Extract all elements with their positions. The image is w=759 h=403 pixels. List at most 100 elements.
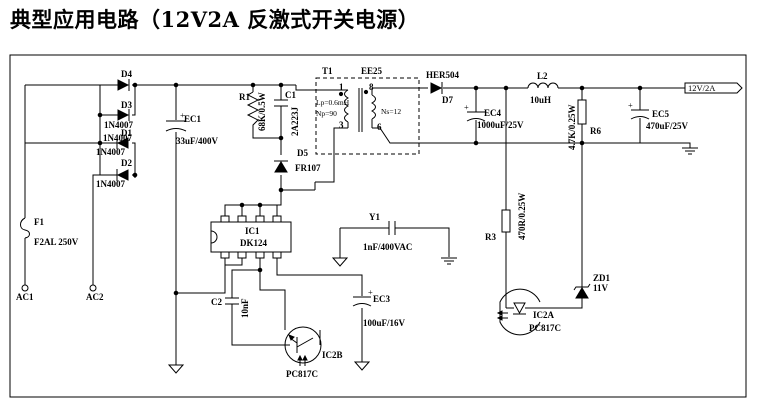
- ic1-ref: IC1: [245, 226, 260, 236]
- ground-primary-y1: [331, 257, 349, 267]
- f1-ref: F1: [34, 217, 44, 227]
- l2-value: 10uH: [530, 95, 551, 105]
- zd1-value: 11V: [593, 283, 609, 293]
- ec5-ref: EC5: [652, 109, 670, 119]
- capacitor-ec3: [352, 296, 372, 307]
- d7-ref: D7: [442, 95, 453, 105]
- capacitor-c1: [274, 99, 288, 107]
- resistor-r1: [246, 91, 260, 128]
- ec5-value: 470uF/25V: [646, 121, 689, 131]
- t1-pin8: 8: [369, 82, 374, 92]
- capacitor-ec4: [466, 111, 486, 122]
- diode-d1: [116, 137, 129, 149]
- t1-ref: T1: [322, 66, 333, 76]
- ec4-ref: EC4: [484, 108, 502, 118]
- c1-ref: C1: [285, 90, 296, 100]
- c1-value: 2A223J: [290, 107, 300, 136]
- ic1-value: DK124: [240, 238, 268, 248]
- ic2a-value: PC817C: [529, 323, 561, 333]
- ground-secondary-y1: [441, 257, 457, 265]
- r3-ref: R3: [485, 232, 496, 242]
- d1-value: 1N4007: [96, 147, 125, 157]
- d2-value: 1N4007: [96, 179, 125, 189]
- ic2a-ref: IC2A: [533, 310, 555, 320]
- diode-d3: [117, 109, 130, 121]
- t1-ns: Ns=12: [381, 107, 401, 116]
- d4-value: 1N4007: [104, 120, 133, 130]
- fuse-f1: [20, 217, 30, 239]
- r1-value: 68K/0.5W: [257, 92, 267, 131]
- ec3-ref: EC3: [373, 294, 391, 304]
- transformer-t1-box: [315, 77, 420, 155]
- c2-ref: C2: [211, 297, 222, 307]
- ec1-plus: +: [180, 110, 185, 120]
- ec3-value: 100uF/16V: [363, 318, 406, 328]
- t1-core: EE25: [361, 66, 383, 76]
- d5-value: FR107: [295, 163, 321, 173]
- t1-secondary-winding: [370, 94, 376, 120]
- t1-primary-dot: [338, 91, 344, 97]
- ic1-body: [210, 221, 292, 253]
- y1-value: 1nF/400VAC: [363, 242, 412, 252]
- diode-d5: [274, 160, 288, 173]
- ec5-plus: +: [628, 100, 633, 110]
- c2-value: 10nF: [240, 298, 250, 318]
- t1-np: Np=90: [316, 109, 337, 118]
- optocoupler-ic2a: [496, 288, 541, 336]
- zener-zd1: [573, 283, 591, 299]
- ground-primary-left: [167, 364, 185, 374]
- f1-value: F2AL 250V: [34, 237, 79, 247]
- d7-ref-upper: HER504: [426, 70, 460, 80]
- d2-ref: D2: [121, 158, 132, 168]
- d5-ref: D5: [297, 148, 308, 158]
- ac1-label: AC1: [16, 292, 34, 302]
- inductor-l2: [527, 82, 559, 89]
- r3-value: 470R/0.25W: [517, 193, 527, 240]
- d3-ref: D3: [121, 100, 132, 110]
- d3-value: 1N4007: [103, 133, 132, 143]
- secondary-wiring: [443, 87, 691, 309]
- optocoupler-ic2b: [284, 326, 322, 366]
- capacitor-y1: [339, 221, 450, 258]
- t1-pin3: 3: [339, 120, 344, 130]
- t1-secondary-dot: [363, 89, 369, 95]
- diode-d7: [430, 82, 443, 94]
- ac2-terminal: [89, 284, 97, 292]
- ic2b-value: PC817C: [286, 369, 318, 379]
- t1-pin6: 6: [377, 122, 382, 132]
- ac1-terminal: [21, 284, 29, 292]
- t1-wiring: [295, 85, 582, 183]
- capacitor-c2: [225, 290, 239, 315]
- junction-dots: [97, 82, 643, 296]
- diode-d4: [117, 79, 130, 91]
- r1-ref: R1: [239, 92, 250, 102]
- l2-ref: L2: [537, 71, 548, 81]
- diode-d2: [116, 169, 129, 181]
- resistor-r6: [577, 99, 587, 125]
- capacitor-ec5: [630, 109, 650, 120]
- ground-secondary: [682, 147, 698, 155]
- schematic-frame: [9, 54, 747, 398]
- d1-ref: D1: [121, 128, 132, 138]
- ec3-plus: +: [368, 287, 373, 297]
- y1-ref: Y1: [369, 212, 380, 222]
- ic1-wiring: [176, 190, 363, 362]
- t1-primary-winding: [344, 89, 350, 123]
- t1-pin1: 1: [339, 82, 344, 92]
- zd1-ref: ZD1: [593, 273, 611, 283]
- ic1-notch: [210, 230, 218, 244]
- ec4-plus: +: [464, 102, 469, 112]
- input-wiring: [24, 84, 296, 365]
- r6-value: 4.7K/0.25W: [567, 104, 577, 150]
- ground-primary-ec3: [353, 361, 371, 371]
- output-label: 12V/2A: [688, 83, 716, 93]
- ec4-value: 1000uF/25V: [477, 120, 524, 130]
- resistor-r3: [501, 209, 511, 233]
- ic2b-ref: IC2B: [322, 350, 343, 360]
- ac2-label: AC2: [86, 292, 104, 302]
- ec1-value: 33uF/400V: [176, 136, 219, 146]
- page-title: 典型应用电路（12V2A 反激式开关电源）: [10, 7, 420, 32]
- t1-lp: Lp=0.6mH: [316, 98, 350, 107]
- output-terminal: [684, 82, 743, 94]
